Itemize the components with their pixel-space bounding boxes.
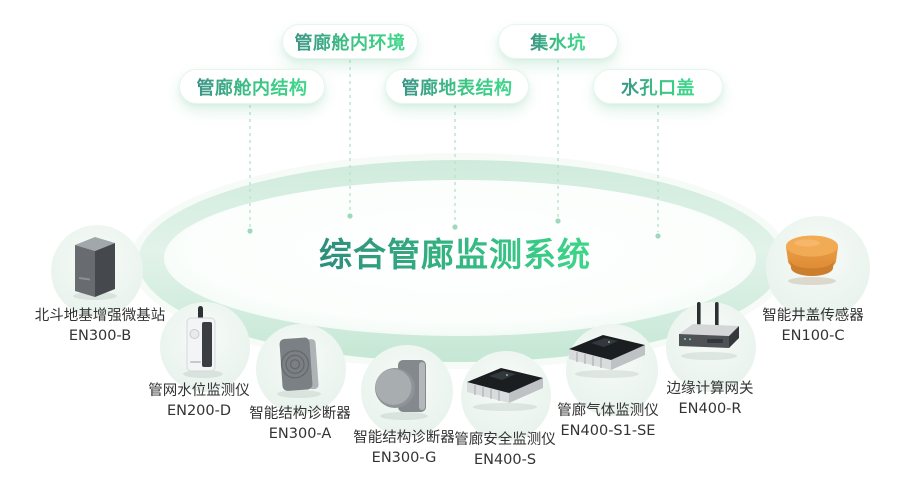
- device-label-en300-g: 智能结构诊断器 EN300-G: [304, 428, 504, 468]
- tag-label: 管廊舱内环境: [295, 29, 406, 55]
- tag-pill-surface-structure: 管廊地表结构: [385, 69, 529, 104]
- device-label-en400-s1-se: 管廊气体监测仪 EN400-S1-SE: [508, 401, 708, 441]
- device-name: 智能结构诊断器: [353, 430, 455, 446]
- tag-label: 管廊地表结构: [402, 74, 513, 100]
- device-name: 北斗地基增强微基站: [34, 308, 166, 324]
- device-label-en300-a: 智能结构诊断器 EN300-A: [200, 404, 400, 444]
- device-model: EN400-S: [473, 452, 537, 468]
- connector-dots: [247, 213, 661, 239]
- tag-label: 集水坑: [530, 29, 586, 55]
- tag-label: 管廊舱内结构: [197, 74, 308, 100]
- tag-pill-cabin-structure: 管廊舱内结构: [179, 69, 325, 104]
- device-label-en400-s: 管廊安全监测仪 EN400-S: [405, 430, 605, 470]
- tag-pill-sump-pit: 集水坑: [498, 24, 618, 59]
- device-model: EN300-G: [371, 450, 437, 466]
- device-model: EN200-D: [166, 403, 232, 419]
- connector-dot: [555, 218, 561, 224]
- device-label-en100-c: 智能井盖传感器 EN100-C: [713, 306, 898, 346]
- water-level-monitor-icon: [183, 306, 223, 378]
- device-label-en200-d: 管网水位监测仪 EN200-D: [99, 381, 299, 421]
- device-name: 边缘计算网关: [666, 381, 754, 397]
- connector-dot: [452, 224, 458, 230]
- base-station-icon: [73, 237, 117, 300]
- device-model: EN300-A: [268, 426, 332, 442]
- device-name: 管廊气体监测仪: [557, 403, 659, 419]
- system-title: 综合管廊监测系统: [319, 228, 591, 276]
- device-label-en400-r: 边缘计算网关 EN400-R: [610, 379, 810, 419]
- connector-dot: [247, 228, 253, 234]
- device-model: EN400-R: [678, 401, 742, 417]
- manhole-cover-sensor-icon: [786, 235, 838, 285]
- device-name: 智能结构诊断器: [249, 406, 351, 422]
- safety-monitor-icon: [467, 368, 543, 411]
- device-model: EN300-B: [68, 328, 132, 344]
- connector-dot: [655, 233, 661, 239]
- gas-monitor-icon: [569, 335, 645, 378]
- device-name: 管廊安全监测仪: [454, 432, 556, 448]
- structure-diagnostor-disc-icon: [375, 360, 428, 420]
- device-name: 智能井盖传感器: [762, 308, 864, 324]
- tag-pill-water-hole-cover: 水孔口盖: [593, 69, 723, 104]
- tag-label: 水孔口盖: [621, 74, 695, 100]
- connector-lines: [249, 60, 659, 232]
- device-name: 管网水位监测仪: [148, 383, 250, 399]
- connector-dot: [347, 213, 353, 219]
- ellipse-inner: [164, 180, 756, 336]
- device-model: EN400-S1-SE: [560, 423, 656, 439]
- tag-pill-cabin-environment: 管廊舱内环境: [282, 24, 418, 59]
- edge-gateway-icon: [679, 302, 739, 360]
- device-label-en300-b: 北斗地基增强微基站 EN300-B: [0, 306, 200, 346]
- device-model: EN100-C: [781, 328, 845, 344]
- structure-diagnostor-icon: [277, 337, 321, 398]
